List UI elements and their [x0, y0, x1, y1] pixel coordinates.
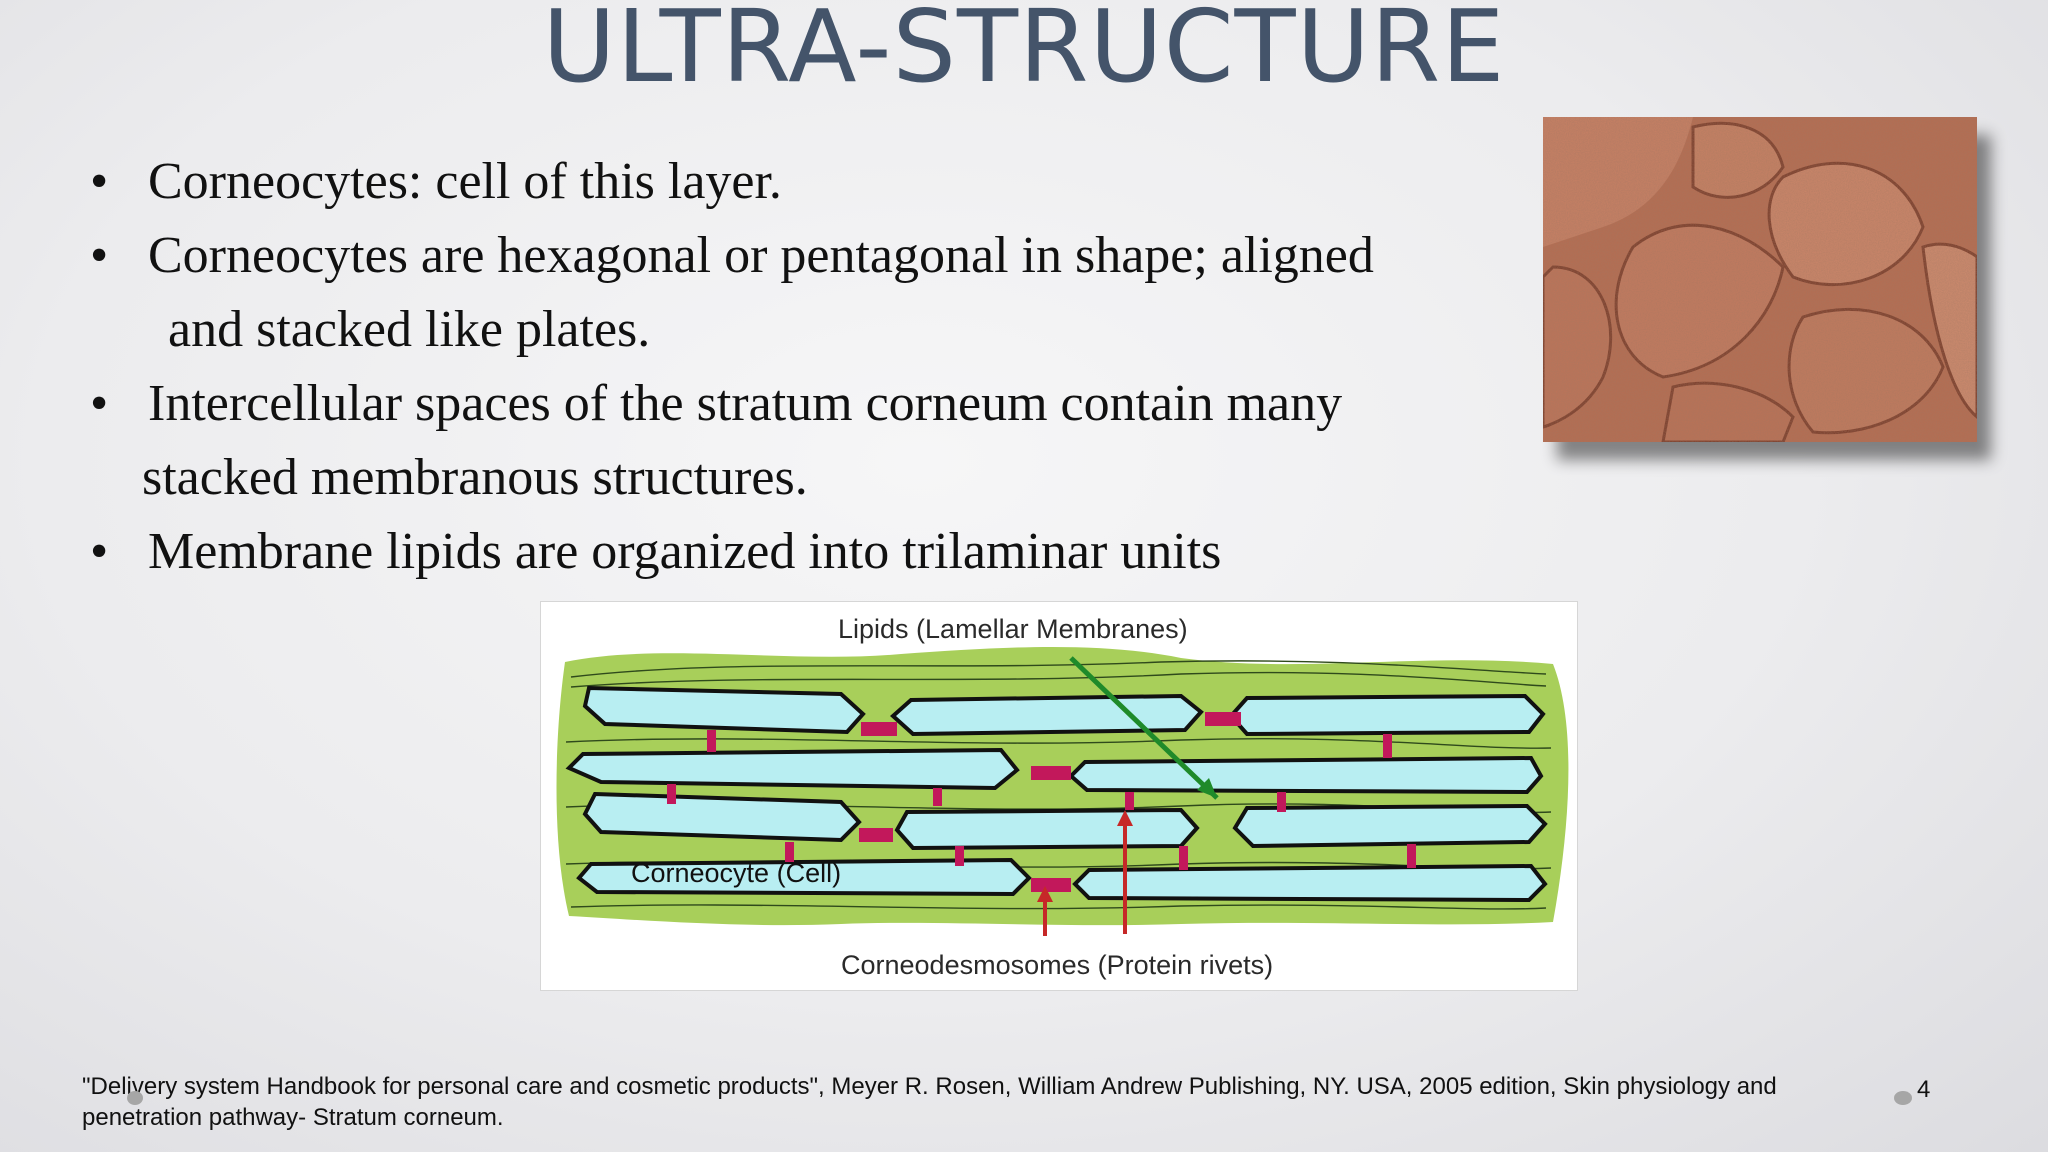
diagram-label-corneocyte: Corneocyte (Cell) [631, 858, 842, 888]
decorative-dot [1894, 1091, 1912, 1105]
bullet-dot: • [90, 153, 109, 210]
bullet-dot: • [90, 375, 109, 432]
slide-title: ULTRA-STRUCTURE [542, 0, 1506, 105]
corneodesmosome-rivets [667, 712, 1416, 892]
bullet-text: Intercellular spaces of the stratum corn… [148, 375, 1343, 432]
bullet-text: Corneocytes: cell of this layer. [148, 153, 782, 210]
bullet-list: • Corneocytes: cell of this layer. • Cor… [90, 145, 1510, 589]
page-number: 4 [1917, 1076, 1931, 1103]
bullet-text: Membrane lipids are organized into trila… [148, 523, 1222, 580]
rivet-pointer-arrows [1037, 810, 1133, 936]
bullet-dot: • [90, 523, 109, 580]
brick-and-mortar-illustration [556, 647, 1569, 936]
skin-micrograph-illustration [1543, 117, 1977, 442]
diagram-label-lipids: Lipids (Lamellar Membranes) [838, 614, 1188, 644]
bullet-dot: • [90, 227, 109, 284]
lipid-pointer-arrow [1069, 656, 1219, 800]
corneocyte-micrograph-image [1543, 117, 1977, 442]
corneocyte-cells [565, 685, 1548, 903]
bullet-item: • Membrane lipids are organized into tri… [90, 515, 1510, 589]
bullet-text: Corneocytes are hexagonal or pentagonal … [148, 227, 1374, 284]
bullet-text-continued: stacked membranous structures. [142, 449, 808, 506]
bullet-item: • Corneocytes are hexagonal or pentagona… [90, 219, 1510, 367]
diagram-label-corneodesmosomes: Corneodesmosomes (Protein rivets) [841, 950, 1274, 980]
bullet-item: • Corneocytes: cell of this layer. [90, 145, 1510, 219]
bullet-item: • Intercellular spaces of the stratum co… [90, 367, 1510, 515]
decorative-dot [127, 1091, 143, 1105]
stratum-corneum-diagram: Lipids (Lamellar Membranes) Corneocyte (… [540, 601, 1578, 991]
bullet-text-continued: and stacked like plates. [168, 301, 651, 358]
citation-footer: "Delivery system Handbook for personal c… [82, 1073, 1777, 1131]
